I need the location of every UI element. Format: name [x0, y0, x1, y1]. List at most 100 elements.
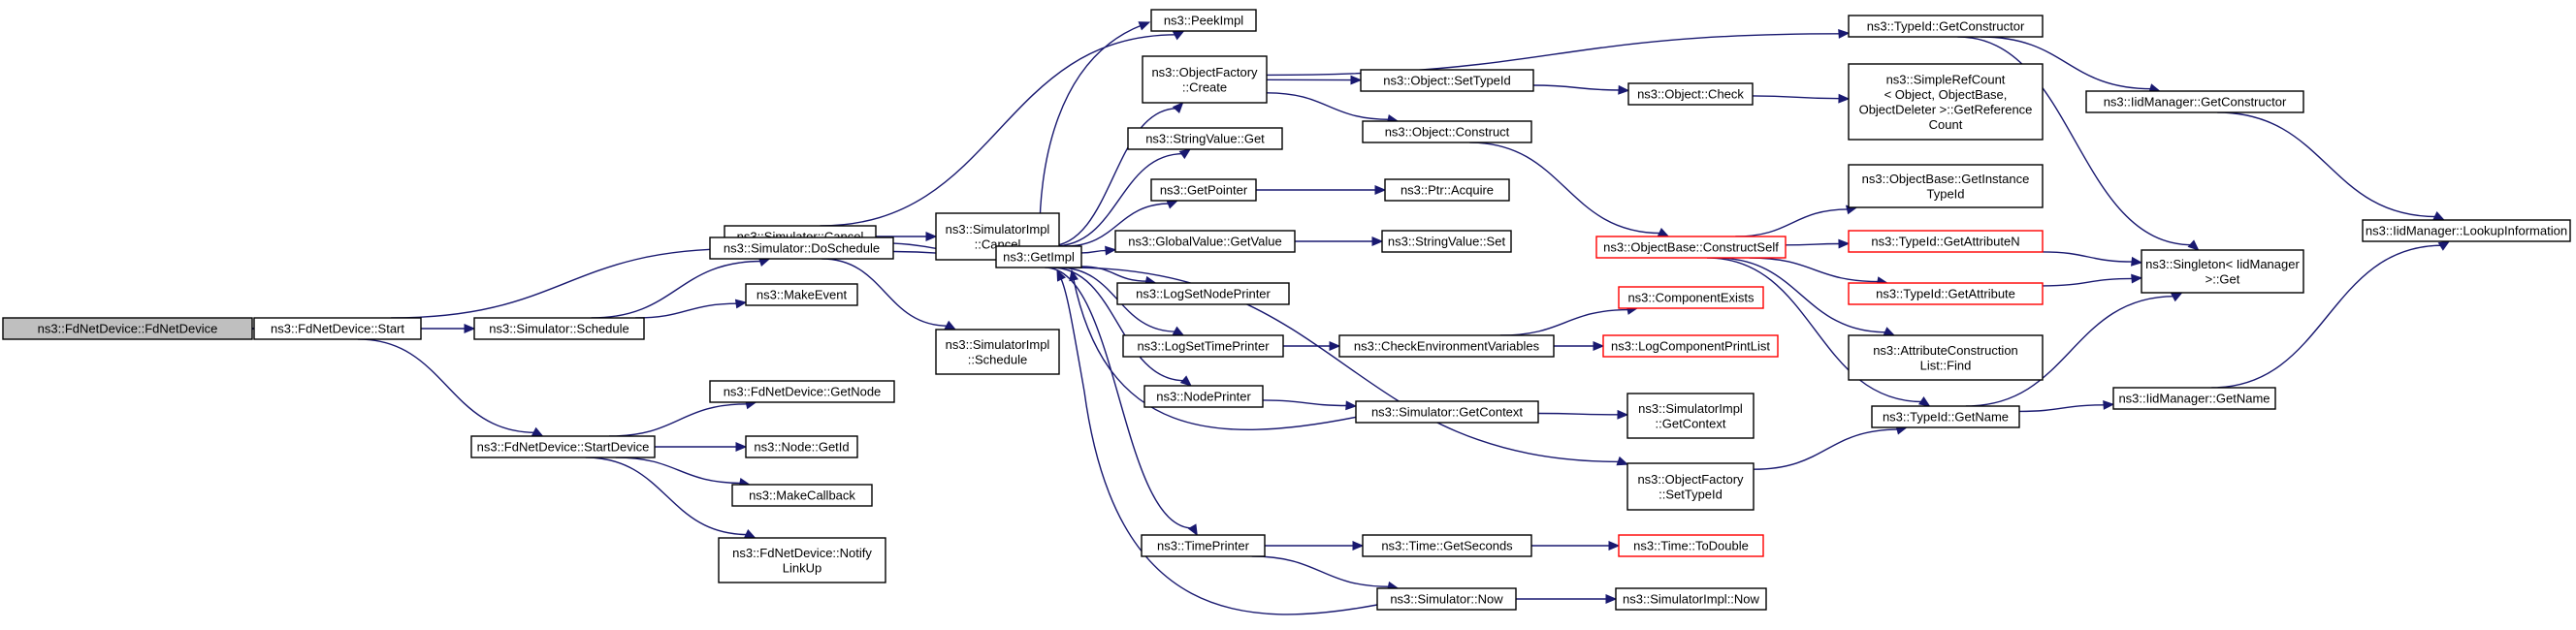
node-box — [709, 236, 894, 260]
edge-sim_getcontext-to-simimpl_getcontext — [1537, 409, 1629, 420]
node-box — [1376, 587, 1517, 611]
node-box — [1381, 230, 1512, 253]
edge-arrowhead — [1838, 29, 1851, 39]
edge-arrowhead — [925, 232, 938, 241]
node-componentexists[interactable]: ns3::ComponentExists — [1618, 286, 1764, 309]
node-lookupinformation[interactable]: ns3::IidManager::LookupInformation — [2362, 219, 2571, 242]
node-box — [1595, 236, 1787, 259]
node-box — [1122, 334, 1284, 358]
edge-arrowhead — [743, 529, 757, 539]
node-obj_settypeid[interactable]: ns3::Object::SetTypeId — [1360, 69, 1534, 92]
node-timeprinter[interactable]: ns3::TimePrinter — [1141, 534, 1266, 557]
node-label: ::Schedule — [968, 352, 1027, 366]
edge-arrowhead — [1179, 375, 1192, 387]
node-start[interactable]: ns3::FdNetDevice::Start — [253, 317, 422, 340]
node-box — [1142, 55, 1268, 104]
edge-arrowhead — [1617, 409, 1629, 420]
node-stringvalue_set[interactable]: ns3::StringValue::Set — [1381, 230, 1512, 253]
node-label: ns3::FdNetDevice::Notify — [732, 546, 872, 560]
edge-typeid_getname-to-iidmanager_getname — [2018, 400, 2115, 413]
node-stringvalue_get[interactable]: ns3::StringValue::Get — [1127, 127, 1283, 150]
edge-line — [1980, 36, 2153, 90]
node-sim_getcontext[interactable]: ns3::Simulator::GetContext — [1355, 400, 1539, 424]
node-startdevice[interactable]: ns3::FdNetDevice::StartDevice — [470, 435, 656, 458]
node-logsettime[interactable]: ns3::LogSetTimePrinter — [1122, 334, 1284, 358]
node-box — [1355, 400, 1539, 424]
node-getnode[interactable]: ns3::FdNetDevice::GetNode — [709, 380, 895, 403]
node-label: ::GetContext — [1656, 416, 1726, 430]
edge-arrowhead — [2437, 240, 2451, 251]
node-time_getseconds[interactable]: ns3::Time::GetSeconds — [1362, 534, 1532, 557]
node-getattributen[interactable]: ns3::TypeId::GetAttributeN — [1848, 230, 2044, 253]
edge-timeprinter-to-sim_now — [1251, 555, 1400, 591]
node-iidmanager_getname[interactable]: ns3::IidManager::GetName — [2112, 387, 2276, 410]
node-root[interactable]: ns3::FdNetDevice::FdNetDevice — [2, 317, 253, 340]
edge-arrowhead — [1172, 30, 1185, 41]
node-getimpl[interactable]: ns3::GetImpl — [995, 245, 1082, 268]
node-typeid_getconstructor[interactable]: ns3::TypeId::GetConstructor — [1848, 15, 2044, 38]
node-typeid_getname[interactable]: ns3::TypeId::GetName — [1871, 405, 2020, 428]
node-logcomponentprintlist[interactable]: ns3::LogComponentPrintList — [1602, 334, 1779, 358]
node-logsetnode[interactable]: ns3::LogSetNodePrinter — [1116, 282, 1290, 305]
node-obj_construct[interactable]: ns3::Object::Construct — [1362, 120, 1532, 143]
node-checkenv[interactable]: ns3::CheckEnvironmentVariables — [1338, 334, 1555, 358]
node-label: ns3::Object::Check — [1637, 87, 1744, 102]
node-iidmanager_getconstructor[interactable]: ns3::IidManager::GetConstructor — [2085, 90, 2304, 113]
node-nodegetid[interactable]: ns3::Node::GetId — [745, 435, 858, 458]
node-simplerefcount[interactable]: ns3::SimpleRefCount< Object, ObjectBase,… — [1848, 63, 2044, 141]
node-label: ns3::Ptr::Acquire — [1401, 183, 1494, 198]
node-peekimpl[interactable]: ns3::PeekImpl — [1150, 9, 1257, 32]
edge-schedule-to-doschedule — [591, 257, 771, 319]
node-box — [2, 317, 253, 340]
edge-constructself-to-getattributen — [1785, 238, 1851, 249]
node-simimpl_now[interactable]: ns3::SimulatorImpl::Now — [1615, 587, 1767, 611]
node-of_settypeid[interactable]: ns3::ObjectFactory::SetTypeId — [1626, 462, 1755, 511]
edge-getattributen-to-singleton_get — [2042, 251, 2143, 267]
edge-startdevice-to-getnode — [609, 399, 757, 437]
node-singleton_get[interactable]: ns3::Singleton< IidManager>::Get — [2141, 249, 2304, 294]
node-label: < Object, ObjectBase, — [1884, 87, 2008, 102]
node-nodeprinter[interactable]: ns3::NodePrinter — [1143, 385, 1264, 408]
node-makeevent[interactable]: ns3::MakeEvent — [745, 283, 858, 306]
node-box — [1618, 286, 1764, 309]
edge-line — [1266, 33, 1842, 77]
node-label: ns3::MakeEvent — [757, 288, 848, 302]
edge-arrowhead — [2171, 292, 2183, 302]
node-label: ns3::FdNetDevice::Start — [271, 322, 404, 336]
node-label: ns3::ObjectBase::GetInstance — [1862, 172, 2030, 186]
node-constructself[interactable]: ns3::ObjectBase::ConstructSelf — [1595, 236, 1787, 259]
node-label: ns3::AttributeConstruction — [1873, 343, 2018, 358]
node-simimpl_schedule[interactable]: ns3::SimulatorImpl::Schedule — [935, 329, 1060, 375]
edge-start-to-schedule — [421, 324, 476, 333]
edge-arrowhead — [2131, 256, 2143, 267]
node-label: >::Get — [2206, 271, 2240, 286]
node-of_create[interactable]: ns3::ObjectFactory::Create — [1142, 55, 1268, 104]
edge-start-to-cancel — [391, 244, 749, 319]
node-label: ns3::SimulatorImpl — [946, 222, 1050, 236]
node-ptr_acquire[interactable]: ns3::Ptr::Acquire — [1384, 178, 1510, 202]
node-label: List::Find — [1920, 358, 1972, 372]
node-box — [2141, 249, 2304, 294]
edge-arrowhead — [1172, 102, 1184, 114]
edge-of_settypeid-to-typeid_getname — [1753, 425, 1909, 470]
edge-arrowhead — [1657, 228, 1670, 237]
node-time_todouble[interactable]: ns3::Time::ToDouble — [1618, 534, 1764, 557]
node-label: ns3::GlobalValue::GetValue — [1128, 235, 1282, 249]
node-makecallback[interactable]: ns3::MakeCallback — [731, 484, 873, 507]
node-getpointer[interactable]: ns3::GetPointer — [1150, 178, 1257, 202]
node-label: TypeId — [1926, 186, 1964, 201]
node-obj_check[interactable]: ns3::Object::Check — [1627, 82, 1754, 106]
node-sim_now[interactable]: ns3::Simulator::Now — [1376, 587, 1517, 611]
edge-arrowhead — [1345, 400, 1358, 411]
edge-line — [1957, 36, 2193, 246]
node-gv_getvalue[interactable]: ns3::GlobalValue::GetValue — [1114, 230, 1296, 253]
node-getattribute[interactable]: ns3::TypeId::GetAttribute — [1848, 282, 2044, 305]
edge-of_create-to-typeid_getconstructor — [1266, 29, 1851, 77]
node-label: ns3::SimpleRefCount — [1886, 72, 2006, 86]
node-simimpl_getcontext[interactable]: ns3::SimulatorImpl::GetContext — [1626, 393, 1755, 439]
node-schedule[interactable]: ns3::Simulator::Schedule — [473, 317, 645, 340]
node-doschedule[interactable]: ns3::Simulator::DoSchedule — [709, 236, 894, 260]
